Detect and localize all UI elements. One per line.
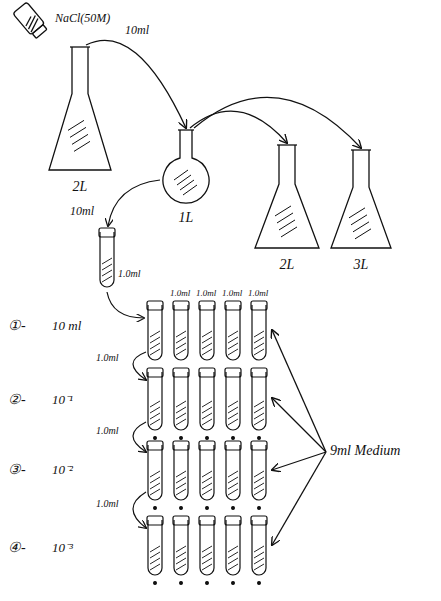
volume-label: 1.0ml <box>248 289 268 299</box>
transfer-arrow <box>133 492 146 528</box>
dilution-label: 10⁻³ <box>52 541 73 555</box>
transfer-arrow <box>194 97 361 148</box>
volume-label: 1.0ml <box>96 498 119 509</box>
reagent-bottle <box>13 2 49 40</box>
test-tube <box>199 516 215 584</box>
flask-outline <box>328 148 394 251</box>
edge-label: 10ml <box>125 24 149 37</box>
test-tube <box>251 441 267 509</box>
transfer-arrow <box>107 292 144 318</box>
test-tubes <box>99 228 267 584</box>
volume-label: 10ml <box>70 205 94 218</box>
test-tube <box>199 368 215 439</box>
flask-outline <box>46 45 114 173</box>
dilution-label: 10⁻² <box>52 463 73 477</box>
transfer-arrow <box>133 422 146 452</box>
volume-label: 2L <box>46 179 114 195</box>
test-tube <box>199 301 215 360</box>
test-tube <box>173 516 189 584</box>
volume-label: 1.0ml <box>196 289 216 299</box>
test-tube <box>225 301 241 360</box>
transfer-arrow <box>133 352 146 380</box>
test-tube <box>251 516 267 584</box>
flask-outline <box>252 143 322 251</box>
test-tube <box>199 441 215 509</box>
volume-label: 1.0ml <box>96 352 119 363</box>
row-number: ①- <box>8 318 26 333</box>
volume-label: 2L <box>252 257 322 273</box>
volume-label: 1.0ml <box>96 425 119 436</box>
flask-outline <box>160 128 212 204</box>
round-flask: 1L <box>160 128 212 226</box>
test-tube <box>251 301 267 360</box>
volume-label: 1.0ml <box>170 289 190 299</box>
test-tube <box>147 368 163 439</box>
pointer-arrow <box>272 452 326 470</box>
test-tube <box>173 301 189 360</box>
volume-label: 1.0ml <box>118 268 141 279</box>
test-tube <box>147 301 163 360</box>
pointer-arrow <box>272 330 326 452</box>
volume-label: 1L <box>160 210 212 226</box>
transfer-arrow <box>86 40 186 128</box>
row-number: ④- <box>8 540 26 555</box>
test-tube <box>99 228 115 287</box>
test-tube <box>173 441 189 509</box>
test-tube <box>173 368 189 439</box>
transfer-arrow <box>190 111 287 143</box>
medium-label: 9ml Medium <box>330 443 400 458</box>
dilution-label: 10 ml <box>52 319 81 333</box>
test-tube <box>147 516 163 584</box>
dilution-label: 10⁻¹ <box>52 393 73 407</box>
volume-label: 3L <box>328 257 394 273</box>
test-tube <box>225 441 241 509</box>
test-tube <box>251 368 267 439</box>
pointer-arrow <box>272 398 326 452</box>
transfer-arrow <box>108 180 160 226</box>
row-number: ③- <box>8 462 26 477</box>
pointer-arrow <box>272 452 326 545</box>
test-tube <box>147 441 163 509</box>
volume-label: 1.0ml <box>222 289 242 299</box>
erlenmeyer-flask: 3L <box>328 148 394 273</box>
erlenmeyer-flask: 2L <box>46 45 114 195</box>
row-number: ②- <box>8 392 26 407</box>
erlenmeyer-flask: 2L <box>252 143 322 273</box>
test-tube <box>225 516 241 584</box>
reagent-label: NaCl(50M) <box>55 12 110 25</box>
test-tube <box>225 368 241 439</box>
